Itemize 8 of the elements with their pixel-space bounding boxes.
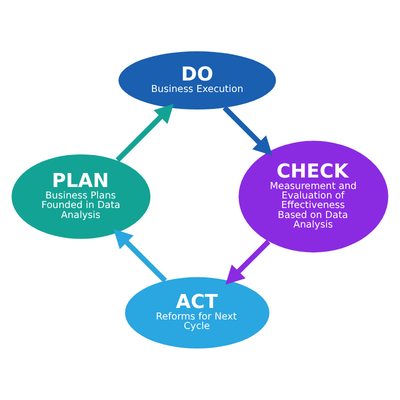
arrow — [222, 106, 272, 156]
node-ellipse: DO Business Execution — [118, 51, 276, 110]
arrow — [116, 104, 174, 162]
node-ellipse: ACT Reforms for Next Cycle — [125, 277, 270, 349]
node-ellipse: PLAN Business Plans Founded in Data Analysis — [12, 154, 150, 239]
arrow — [114, 229, 168, 283]
arrow — [225, 240, 270, 285]
node-ellipse: CHECK Measurement and Evaluation of Effectiveness Based on Data Analysis — [238, 140, 388, 252]
